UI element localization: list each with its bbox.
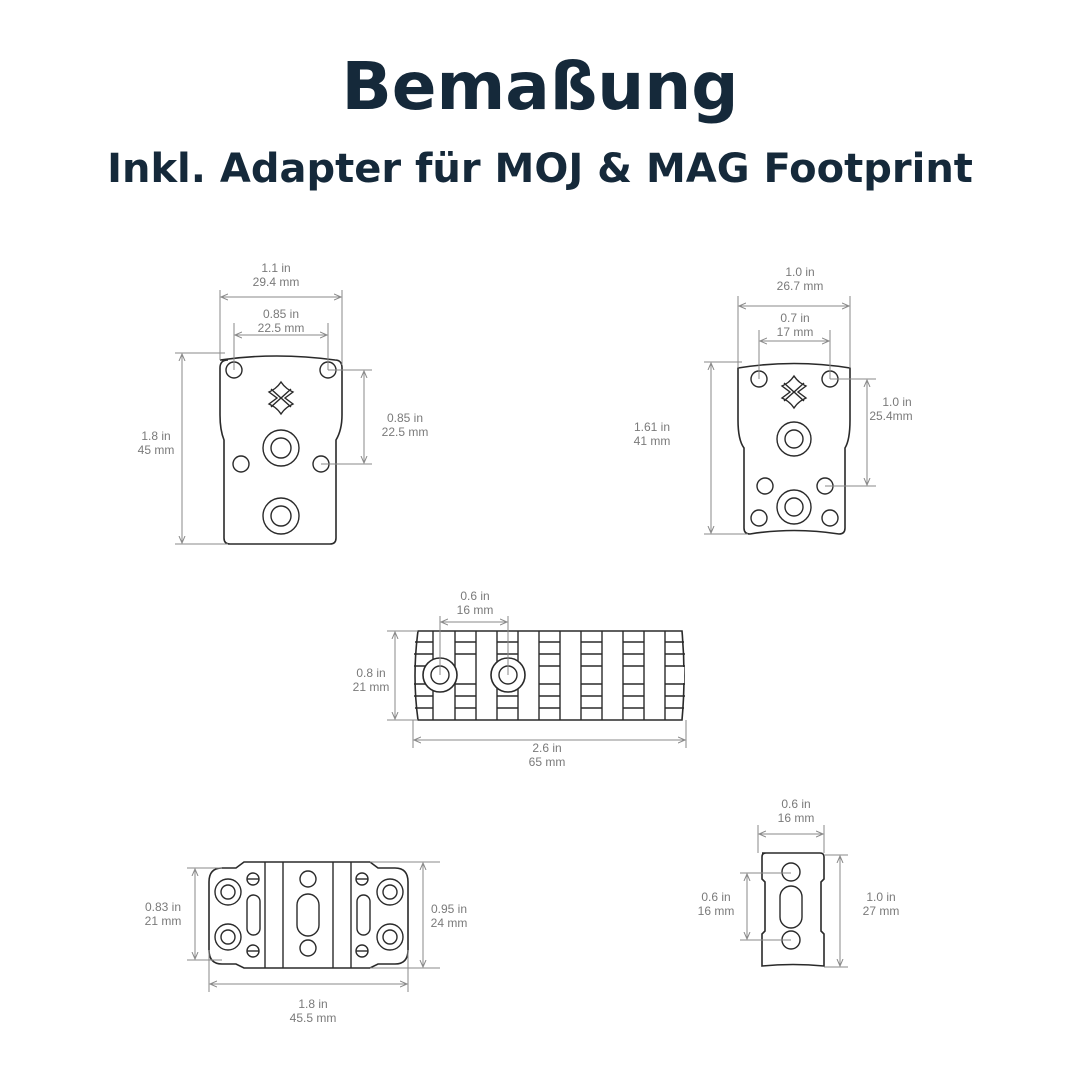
svg-text:1.61 in: 1.61 in [634, 420, 670, 434]
svg-text:24 mm: 24 mm [431, 916, 468, 930]
dimension-length: 1.8 in 45.5 mm [208, 950, 409, 1025]
dimension-height: 0.8 in 21 mm [353, 630, 418, 721]
svg-text:29.4 mm: 29.4 mm [253, 275, 300, 289]
svg-text:1.0 in: 1.0 in [866, 890, 895, 904]
dimension-height: 1.0 in 27 mm [824, 854, 900, 968]
svg-text:16 mm: 16 mm [698, 904, 735, 918]
dimension-height: 1.61 in 41 mm [634, 361, 748, 535]
dimension-hole-spacing: 0.7 in 17 mm [758, 311, 831, 379]
svg-text:45.5 mm: 45.5 mm [290, 1011, 337, 1025]
svg-text:1.8 in: 1.8 in [298, 997, 327, 1011]
page-title: Bemaßung [341, 48, 739, 125]
adapter-plate-small: 1.0 in 26.7 mm 0.7 in 17 mm 1.61 in 41 m… [634, 265, 913, 535]
svg-text:0.7 in: 0.7 in [780, 311, 809, 325]
picatinny-rail: 0.6 in 16 mm 0.8 in 21 mm 2.6 in 65 mm [353, 589, 687, 769]
svg-text:0.6 in: 0.6 in [701, 890, 730, 904]
svg-text:1.8 in: 1.8 in [141, 429, 170, 443]
svg-text:0.95 in: 0.95 in [431, 902, 467, 916]
dimension-vertical-hole-spacing: 0.85 in 22.5 mm [321, 369, 429, 465]
svg-text:0.6 in: 0.6 in [781, 797, 810, 811]
dimension-height: 1.8 in 45 mm [138, 352, 228, 545]
svg-text:22.5 mm: 22.5 mm [382, 425, 429, 439]
svg-text:1.0 in: 1.0 in [785, 265, 814, 279]
dimension-hole-spacing: 0.6 in 16 mm [698, 872, 791, 941]
svg-text:0.85 in: 0.85 in [387, 411, 423, 425]
svg-text:1.0 in: 1.0 in [882, 395, 911, 409]
dimension-overall-width: 1.0 in 26.7 mm [737, 265, 851, 368]
svg-text:27 mm: 27 mm [863, 904, 900, 918]
dimension-outer-height: 0.95 in 24 mm [370, 861, 468, 969]
svg-text:25.4mm: 25.4mm [869, 409, 912, 423]
svg-text:41 mm: 41 mm [634, 434, 671, 448]
svg-text:21 mm: 21 mm [353, 680, 390, 694]
svg-text:2.6 in: 2.6 in [532, 741, 561, 755]
svg-text:0.6 in: 0.6 in [460, 589, 489, 603]
svg-text:1.1 in: 1.1 in [261, 261, 290, 275]
footprint-adapter-wide: 0.83 in 21 mm 0.95 in 24 mm 1.8 in 45.5 … [145, 861, 468, 1025]
svg-text:21 mm: 21 mm [145, 914, 182, 928]
svg-text:16 mm: 16 mm [457, 603, 494, 617]
dimension-inner-height: 0.83 in 21 mm [145, 867, 222, 961]
dimension-hole-spacing: 0.85 in 22.5 mm [233, 307, 329, 370]
svg-text:0.8 in: 0.8 in [356, 666, 385, 680]
svg-text:65 mm: 65 mm [529, 755, 566, 769]
dimension-length: 2.6 in 65 mm [412, 720, 687, 769]
svg-text:17 mm: 17 mm [777, 325, 814, 339]
footprint-adapter-narrow: 0.6 in 16 mm 0.6 in 16 mm 1.0 in 27 mm [698, 797, 900, 968]
page-subtitle: Inkl. Adapter für MOJ & MAG Footprint [107, 146, 973, 192]
dimension-width: 0.6 in 16 mm [757, 797, 825, 853]
svg-text:16 mm: 16 mm [778, 811, 815, 825]
dimension-overall-width: 1.1 in 29.4 mm [219, 261, 343, 365]
svg-text:0.85 in: 0.85 in [263, 307, 299, 321]
adapter-plate-large: 1.1 in 29.4 mm 0.85 in 22.5 mm 1.8 in 45… [138, 261, 429, 545]
svg-text:0.83 in: 0.83 in [145, 900, 181, 914]
svg-text:26.7 mm: 26.7 mm [777, 279, 824, 293]
svg-text:22.5 mm: 22.5 mm [258, 321, 305, 335]
dimension-hole-spacing: 0.6 in 16 mm [439, 589, 509, 675]
svg-text:45 mm: 45 mm [138, 443, 175, 457]
dimension-vertical-hole-spacing: 1.0 in 25.4mm [825, 378, 913, 487]
